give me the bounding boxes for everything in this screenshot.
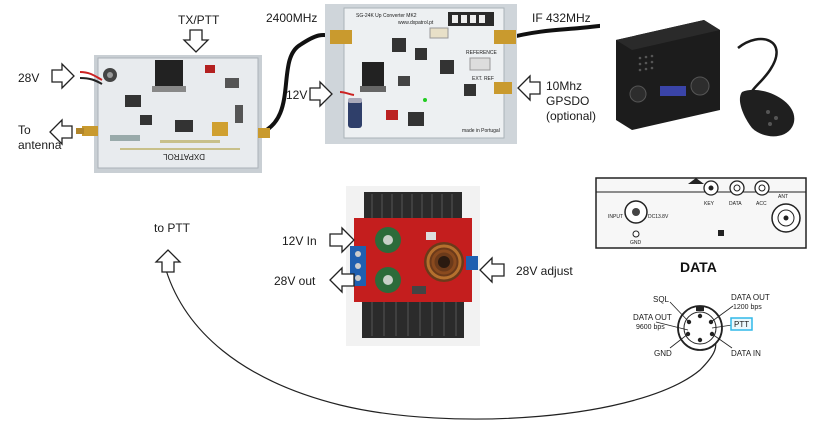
pin-data-out-1200-rate: 1200 bps <box>733 304 762 311</box>
pin-gnd-label: GND <box>654 349 672 358</box>
upconverter-url-silk: www.dxpatrol.pt <box>398 20 434 26</box>
pin-ptt-label: PTT <box>734 320 749 329</box>
label-tx-ptt: TX/PTT <box>178 13 220 27</box>
panel-ant-label: ANT <box>778 194 788 200</box>
panel-gnd-label: GND <box>630 240 642 246</box>
arrow-tx-ptt <box>182 29 210 53</box>
pin-data-out-1200-label: DATA OUT <box>731 293 770 302</box>
ptt-wire <box>165 269 717 420</box>
label-optional: (optional) <box>546 109 596 123</box>
arrow-12v <box>309 80 333 108</box>
data-connector-pinout: SQL DATA OUT 1200 bps DATA OUT 9600 bps … <box>633 293 770 358</box>
panel-data-label: DATA <box>729 201 742 207</box>
din-connector <box>677 305 723 351</box>
panel-input-label: INPUT <box>608 214 623 220</box>
heatsink-bottom <box>362 298 464 338</box>
power-amplifier-board: DXPATROL <box>76 55 270 173</box>
boost-converter-module <box>346 186 480 346</box>
antenna-sma-connector <box>82 126 98 136</box>
pin-sql-label: SQL <box>653 295 670 304</box>
pin-data-out-9600-rate: 9600 bps <box>636 324 665 331</box>
panel-acc-label: ACC <box>756 201 767 207</box>
upconverter-title-silk: SG-24K Up Converter MK2 <box>356 13 417 19</box>
panel-key-label: KEY <box>704 201 715 207</box>
radio-display <box>660 86 686 96</box>
arrow-10mhz <box>517 74 541 102</box>
label-to-ptt: to PTT <box>154 221 191 235</box>
pin-data-out-9600-label: DATA OUT <box>633 313 672 322</box>
if-432-sma <box>494 30 516 44</box>
transceiver-radio <box>600 10 806 155</box>
label-to-antenna-line1: To <box>18 123 31 137</box>
arrow-to-antenna <box>49 118 73 146</box>
upconverter-ref-silk-a: REFERENCE <box>466 50 498 56</box>
label-to-antenna-line2: antenna <box>18 138 62 152</box>
label-28v-out: 28V out <box>274 274 316 288</box>
regulator-chip <box>362 62 384 88</box>
arrow-to-ptt <box>154 249 182 273</box>
arrow-28v <box>51 62 75 90</box>
ptt-highlight-box <box>730 317 753 331</box>
arrow-28v-adjust <box>479 256 505 284</box>
coax-cable-amp-to-upconverter <box>257 32 339 136</box>
label-28v-adjust: 28V adjust <box>516 264 573 278</box>
input-2400-sma <box>330 30 352 44</box>
label-10mhz: 10Mhz <box>546 79 582 93</box>
panel-dc-label: DC13.8V <box>648 214 669 220</box>
upconverter-ref-silk-b: EXT. REF <box>472 76 494 82</box>
heatsink-top <box>364 192 462 222</box>
label-gpsdo: GPSDO <box>546 94 589 108</box>
electrolytic-capacitor <box>348 98 362 128</box>
amp-board-silkscreen: DXPATROL <box>163 152 205 161</box>
up-converter-board: SG-24K Up Converter MK2 www.dxpatrol.pt … <box>325 4 517 144</box>
radio-rear-panel: INPUT DC13.8V GND KEY DATA ACC ANT DATA <box>595 177 807 275</box>
label-12v: 12V <box>286 88 307 102</box>
label-28v: 28V <box>18 71 39 85</box>
pin-data-in-label: DATA IN <box>731 349 761 358</box>
label-12v-in: 12V In <box>282 234 317 248</box>
upconverter-made-silk: made in Portugal <box>462 128 500 134</box>
power-transistor <box>155 60 183 88</box>
arrow-28v-out <box>329 266 355 294</box>
data-section-title: DATA <box>680 259 717 275</box>
adjust-trimmer <box>466 256 478 270</box>
input-sma-connector <box>258 128 270 138</box>
data-jack <box>729 180 745 196</box>
label-2400mhz: 2400MHz <box>266 11 317 25</box>
ref-10mhz-sma <box>494 82 512 94</box>
arrow-12v-in <box>329 226 355 254</box>
acc-jack <box>754 180 770 196</box>
label-if-432mhz: IF 432MHz <box>532 11 591 25</box>
